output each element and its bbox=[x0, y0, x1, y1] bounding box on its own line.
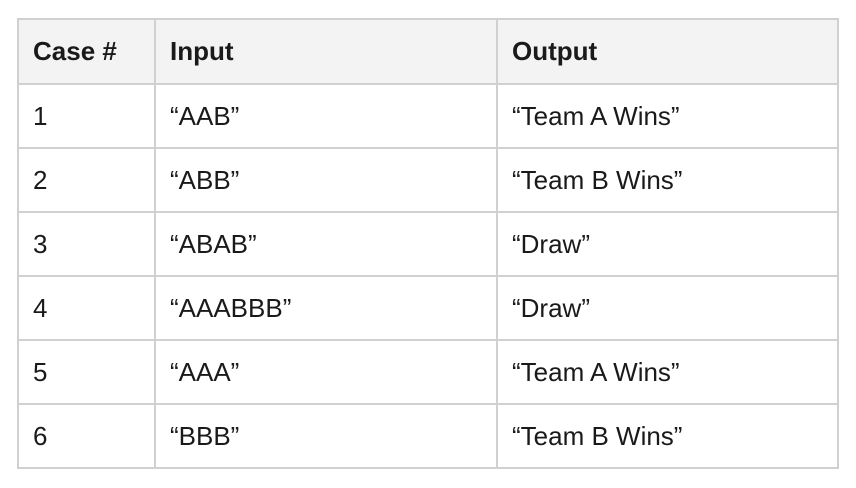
header-case-number: Case # bbox=[17, 18, 156, 85]
cell-case-number: 2 bbox=[17, 147, 156, 213]
table-row: 3 “ABAB” “Draw” bbox=[17, 211, 839, 277]
header-input: Input bbox=[154, 18, 498, 85]
cell-input: “ABAB” bbox=[154, 211, 498, 277]
cell-case-number: 5 bbox=[17, 339, 156, 405]
cell-input: “AAABBB” bbox=[154, 275, 498, 341]
table-row: 5 “AAA” “Team A Wins” bbox=[17, 339, 839, 405]
cell-case-number: 6 bbox=[17, 403, 156, 469]
cell-case-number: 1 bbox=[17, 83, 156, 149]
cell-output: “Draw” bbox=[496, 211, 839, 277]
cell-output: “Team B Wins” bbox=[496, 147, 839, 213]
header-row: Case # Input Output bbox=[17, 18, 839, 85]
cell-output: “Team A Wins” bbox=[496, 83, 839, 149]
cell-case-number: 4 bbox=[17, 275, 156, 341]
header-output: Output bbox=[496, 18, 839, 85]
cell-input: “ABB” bbox=[154, 147, 498, 213]
cell-input: “AAB” bbox=[154, 83, 498, 149]
cell-output: “Team A Wins” bbox=[496, 339, 839, 405]
cell-input: “BBB” bbox=[154, 403, 498, 469]
cell-case-number: 3 bbox=[17, 211, 156, 277]
cell-output: “Draw” bbox=[496, 275, 839, 341]
table-row: 6 “BBB” “Team B Wins” bbox=[17, 403, 839, 469]
table-header: Case # Input Output bbox=[17, 18, 839, 85]
test-cases-table-container: Case # Input Output 1 “AAB” “Team A Wins… bbox=[17, 18, 839, 469]
table-row: 1 “AAB” “Team A Wins” bbox=[17, 83, 839, 149]
test-cases-table: Case # Input Output 1 “AAB” “Team A Wins… bbox=[17, 18, 839, 469]
cell-output: “Team B Wins” bbox=[496, 403, 839, 469]
table-body: 1 “AAB” “Team A Wins” 2 “ABB” “Team B Wi… bbox=[17, 83, 839, 469]
cell-input: “AAA” bbox=[154, 339, 498, 405]
table-row: 4 “AAABBB” “Draw” bbox=[17, 275, 839, 341]
table-row: 2 “ABB” “Team B Wins” bbox=[17, 147, 839, 213]
